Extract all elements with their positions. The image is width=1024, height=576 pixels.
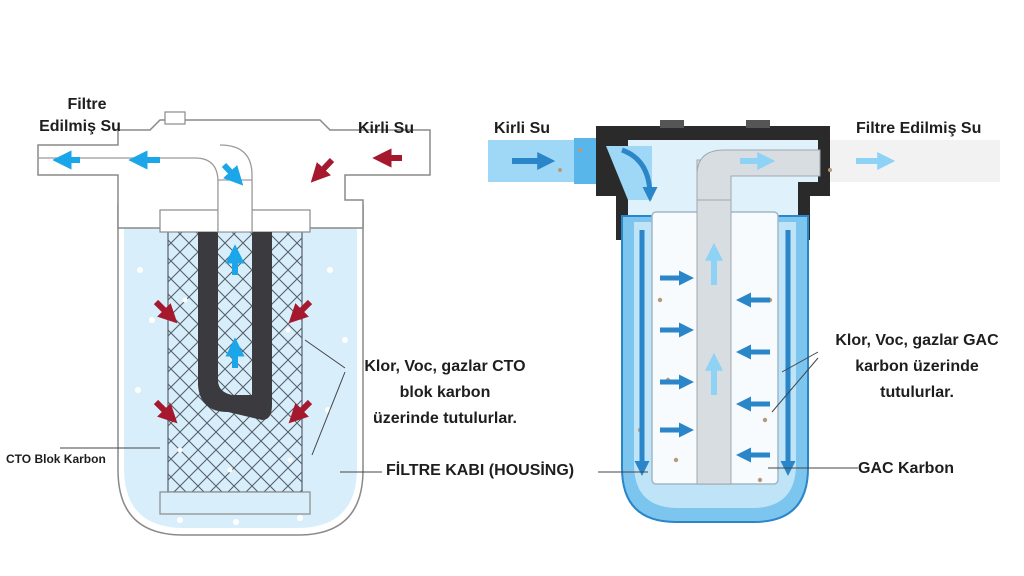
housing-label: FİLTRE KABI (HOUSİNG) bbox=[386, 462, 575, 479]
left-filter bbox=[37, 111, 431, 536]
left-head-nub bbox=[164, 111, 186, 125]
left-filtered-water-label: Filtre Edilmiş Su bbox=[39, 94, 160, 138]
right-cap-knob-2 bbox=[746, 120, 770, 128]
left-bubbles bbox=[135, 267, 348, 525]
left-note-line1: Klor, Voc, gazlar CTO bbox=[364, 358, 526, 375]
right-flow-arrows bbox=[512, 147, 896, 476]
right-note-line1: Klor, Voc, gazlar GAC bbox=[835, 332, 999, 349]
left-media-label: CTO Blok Karbon bbox=[6, 452, 106, 466]
left-diag-arrow bbox=[221, 162, 244, 186]
left-block-base bbox=[159, 491, 311, 515]
right-bubbles bbox=[558, 148, 832, 483]
right-leaders bbox=[598, 351, 858, 473]
left-clean-arrows bbox=[52, 150, 245, 368]
right-center-tube bbox=[696, 159, 732, 485]
left-leaders bbox=[60, 339, 382, 473]
left-in-arrow-3 bbox=[153, 399, 178, 424]
right-tube-elbow bbox=[696, 149, 821, 201]
left-note-line3: üzerinde tutulurlar. bbox=[372, 410, 517, 427]
left-note: Klor, Voc, gazlar CTO blok karbon üzerin… bbox=[340, 354, 550, 432]
left-note-line2: blok karbon bbox=[399, 384, 491, 401]
left-filtered-line2: Edilmiş Su bbox=[39, 118, 121, 135]
right-note: Klor, Voc, gazlar GAC karbon üzerinde tu… bbox=[812, 328, 1022, 406]
right-filter bbox=[488, 120, 1000, 523]
right-media-label: GAC Karbon bbox=[858, 460, 954, 477]
left-in-arrow-1 bbox=[153, 299, 178, 324]
right-dirty-water-label: Kirli Su bbox=[494, 120, 551, 137]
left-dirty-arrows bbox=[153, 148, 402, 424]
left-dirty-water-label: Kirli Su bbox=[358, 120, 415, 137]
right-filtered-water-label: Filtre Edilmiş Su bbox=[856, 120, 982, 137]
right-cap-knob-1 bbox=[660, 120, 684, 128]
left-filtered-line1: Filtre bbox=[67, 96, 107, 113]
left-outlet-pipe-body bbox=[217, 179, 253, 233]
left-inner-dark-tube bbox=[198, 232, 272, 420]
left-head-arrow bbox=[310, 157, 335, 183]
right-curve-arrow bbox=[621, 147, 658, 202]
right-note-line3: tutulurlar. bbox=[880, 384, 954, 401]
left-in-arrow-4 bbox=[288, 399, 313, 424]
left-in-arrow-2 bbox=[288, 299, 313, 324]
right-outlet-pipe bbox=[820, 140, 1000, 182]
right-note-line2: karbon üzerinde bbox=[855, 358, 979, 375]
right-inlet-collar bbox=[574, 138, 600, 184]
